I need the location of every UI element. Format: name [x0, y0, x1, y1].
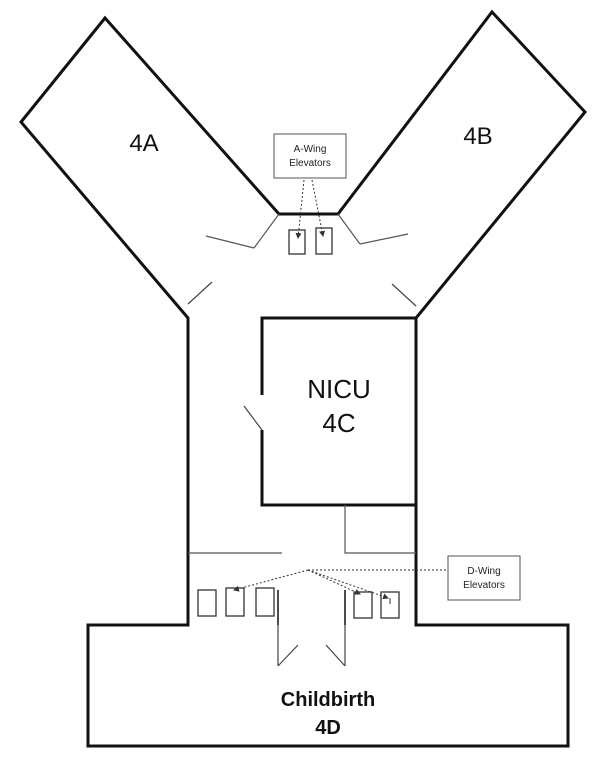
building-outline: [19, 9, 587, 748]
nicu-door: [243, 405, 263, 431]
d-wing-arrow-right2: [307, 569, 389, 600]
a-wing-callout-line1: A-Wing: [294, 144, 327, 155]
wall-diag-right: [337, 213, 361, 245]
d-wing-callout-line1: D-Wing: [467, 566, 500, 577]
childbirth-label-line2: 4D: [315, 717, 341, 739]
door-left-wing: [187, 281, 213, 305]
nicu-label-line2: 4C: [322, 408, 355, 438]
a-wing-callout-box: [273, 133, 347, 179]
a-wing-elevator-2: [315, 227, 333, 255]
d-wing-elevator-5: [380, 591, 400, 619]
corridor-partition-right: [344, 505, 416, 554]
door-right-wing: [391, 283, 417, 307]
wall-diag-left2: [253, 213, 280, 249]
d-wing-arrow-right: [307, 569, 361, 595]
a-wing-callout-line2: Elevators: [289, 158, 331, 169]
wing-4a-label: 4A: [129, 130, 158, 157]
d-wing-elevator-4: [353, 591, 373, 619]
d-wing-elevator-3: [255, 587, 275, 617]
a-wing-arrow-2: [311, 179, 325, 237]
childbirth-label-line1: Childbirth: [281, 689, 375, 711]
d-wing-elevator-2: [225, 587, 245, 617]
d-wing-arrow-left: [233, 569, 309, 592]
entry-door-right-swing: [325, 644, 346, 667]
d-wing-callout-line2: Elevators: [463, 580, 505, 591]
a-wing-arrow-1: [295, 179, 305, 239]
wall-diag-left: [205, 235, 255, 249]
wall-diag-right2: [359, 233, 409, 245]
entry-door-left-swing: [277, 644, 299, 667]
d-wing-elevator-1: [197, 589, 217, 617]
nicu-room: [260, 316, 418, 507]
a-wing-elevator-1: [288, 229, 306, 255]
d-wing-callout-box: [447, 555, 521, 601]
wing-4b-label: 4B: [463, 123, 492, 150]
nicu-label-line1: NICU: [307, 374, 371, 404]
